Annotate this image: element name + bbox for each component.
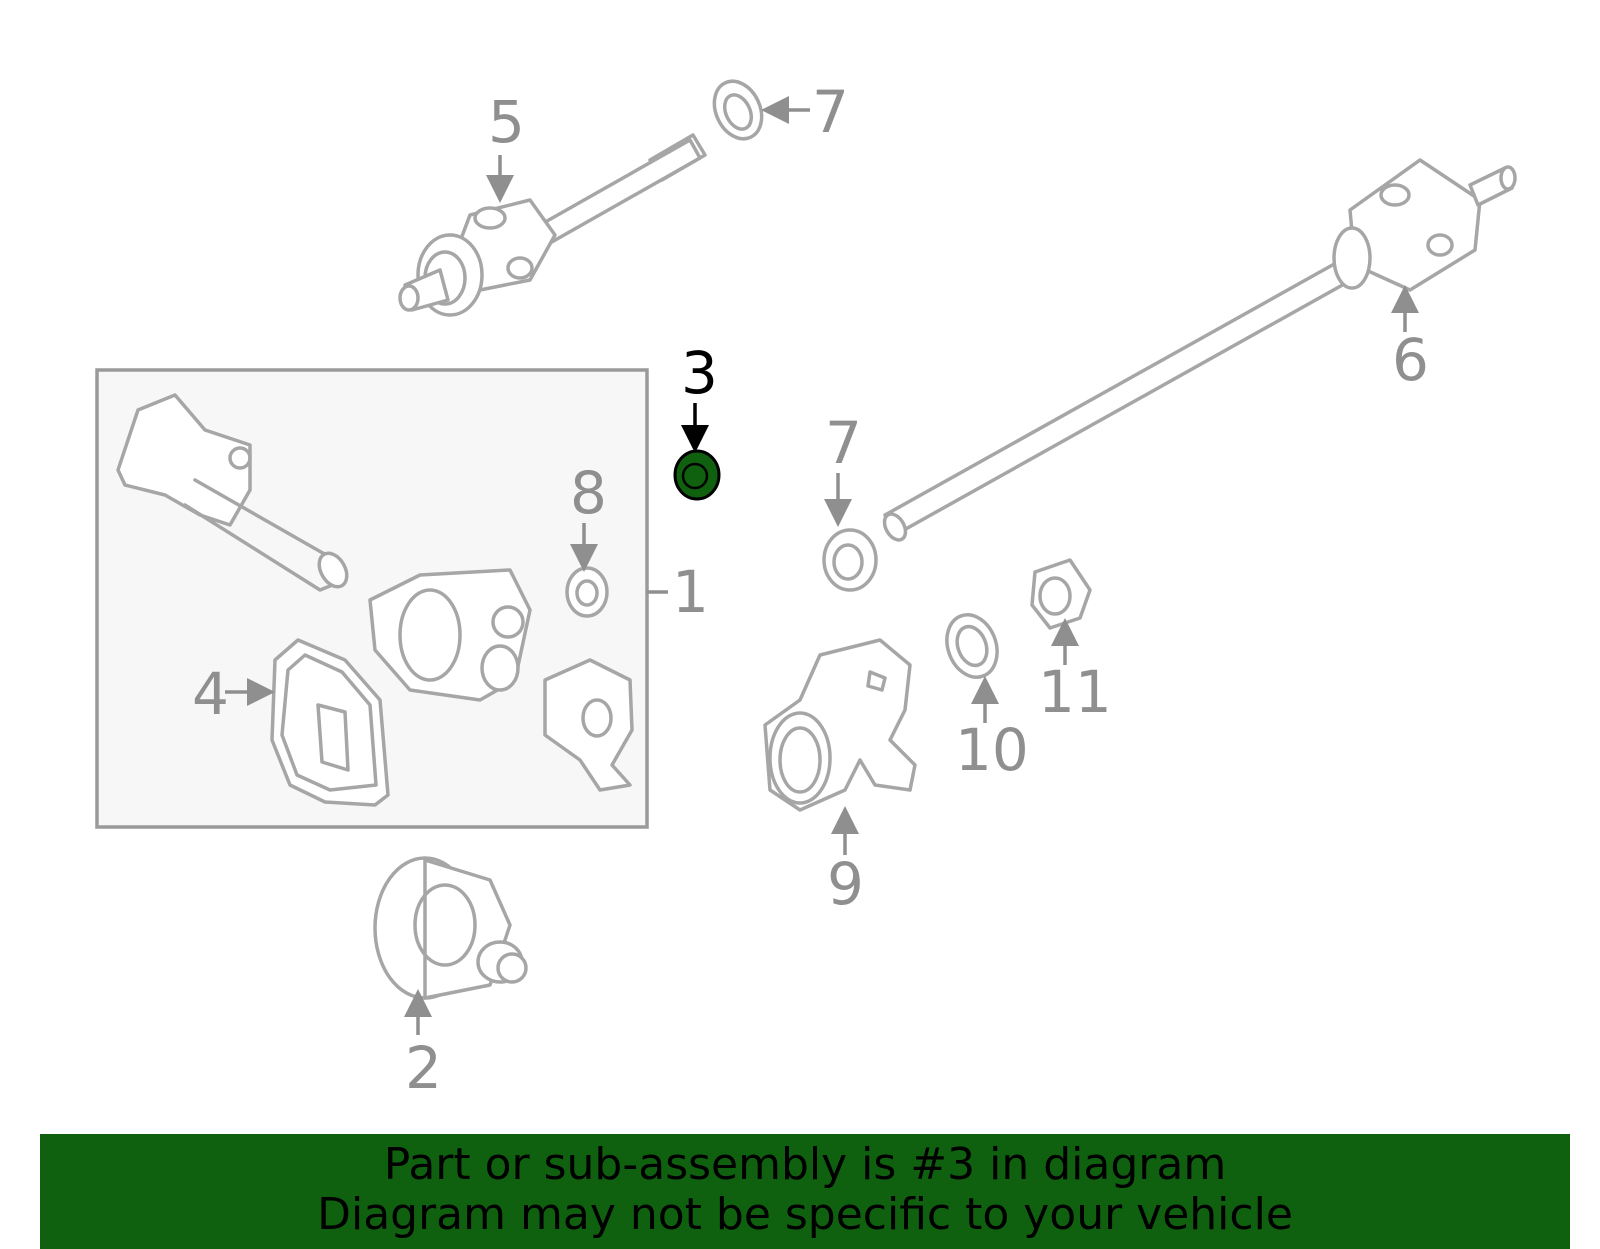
- banner-line-1: Part or sub-assembly is #3 in diagram: [383, 1139, 1227, 1190]
- callout-1: 1: [672, 558, 709, 626]
- part-9-knuckle: [763, 638, 917, 812]
- callout-7-top: 7: [812, 78, 849, 146]
- part-10-washer: [945, 613, 999, 679]
- callout-6: 6: [1392, 326, 1429, 394]
- part-3-seal-highlighted[interactable]: [673, 449, 721, 501]
- callout-5: 5: [488, 88, 525, 156]
- part-11-nut: [1030, 558, 1092, 630]
- part-2-differential: [373, 856, 528, 1000]
- banner-line-2: Diagram may not be specific to your vehi…: [317, 1189, 1293, 1240]
- part-8-seal: [565, 566, 609, 618]
- callout-11: 11: [1038, 658, 1112, 726]
- callout-9: 9: [827, 850, 864, 918]
- callout-4: 4: [192, 660, 229, 728]
- part-7-seal-top: [712, 79, 764, 141]
- callout-2: 2: [405, 1034, 442, 1102]
- callout-7-mid: 7: [825, 409, 862, 477]
- part-5-shaft: [398, 133, 707, 317]
- callout-10: 10: [955, 716, 1029, 784]
- part-4-cover: [270, 638, 390, 807]
- callout-8: 8: [570, 459, 607, 527]
- axle-housing: [116, 393, 634, 792]
- info-banner: Part or sub-assembly is #3 in diagram Di…: [40, 1134, 1570, 1249]
- part-7-seal-mid: [822, 528, 878, 592]
- callout-3: 3: [681, 339, 718, 407]
- part-6-shaft: [882, 158, 1517, 542]
